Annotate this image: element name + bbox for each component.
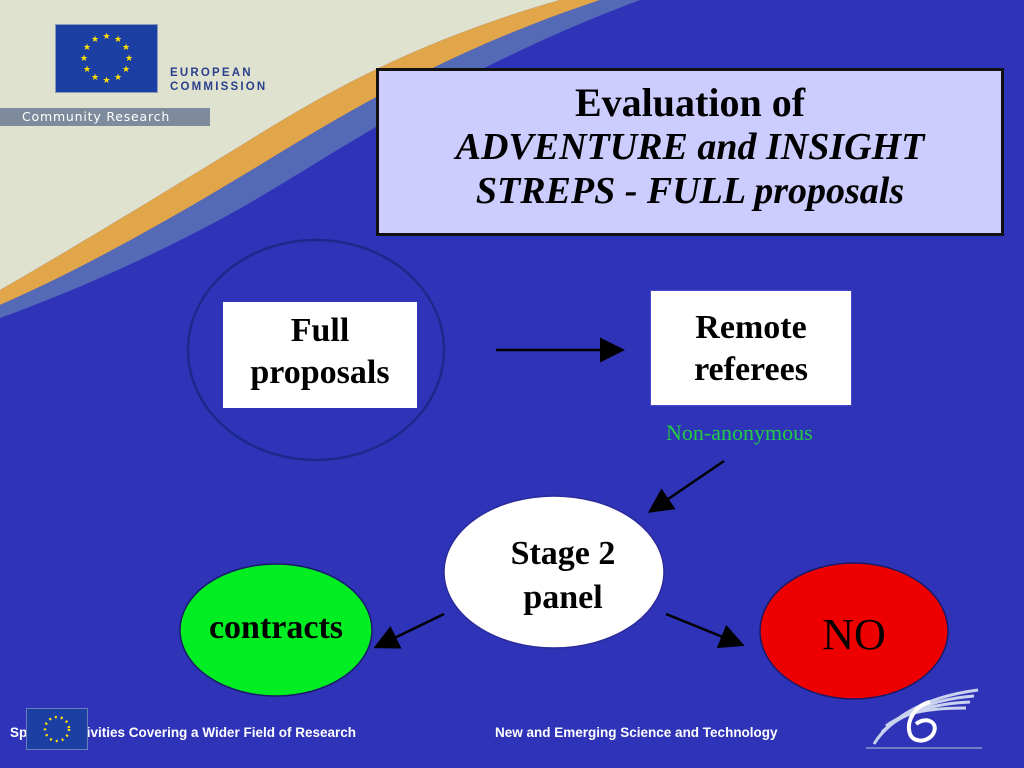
non-anonymous-label: Non-anonymous [666, 420, 813, 445]
svg-text:★: ★ [83, 43, 91, 53]
no-label: NO [822, 610, 886, 659]
european-commission-text: EUROPEAN COMMISSION [170, 66, 267, 94]
full-proposals-line-1: Full [290, 312, 350, 349]
full-proposals-line-2: proposals [250, 354, 390, 391]
community-research-label: Community Research [22, 109, 171, 124]
title-line-1: Evaluation of [574, 80, 806, 125]
remote-referees-line-1: Remote [695, 309, 807, 346]
svg-text:★: ★ [125, 54, 133, 64]
eu-mini-stars-icon [43, 715, 71, 743]
svg-text:★: ★ [91, 73, 99, 83]
fp6-logo-icon [866, 688, 982, 749]
eu-mini-flag-icon [26, 708, 88, 750]
svg-text:★: ★ [102, 76, 110, 86]
eu-stars-icon: ★★★ ★★★ ★★★ ★★★ [80, 32, 133, 86]
title-line-3: STREPS - FULL proposals [475, 170, 905, 212]
svg-text:★: ★ [122, 43, 130, 53]
svg-text:★: ★ [83, 65, 91, 75]
stage-2-panel-label: Stage 2 panel [448, 532, 678, 620]
ec-line-2: COMMISSION [170, 81, 268, 93]
svg-text:★: ★ [122, 65, 130, 75]
community-research-bar [0, 108, 210, 126]
svg-text:★: ★ [114, 35, 122, 45]
remote-referees-line-2: referees [694, 351, 808, 388]
title-box: Evaluation of ADVENTURE and INSIGHT STRE… [376, 68, 1004, 236]
svg-text:★: ★ [114, 73, 122, 83]
remote-referees-box: Remote referees [650, 290, 852, 406]
full-proposals-box: Full proposals [223, 302, 417, 408]
footer-right-text: New and Emerging Science and Technology [495, 725, 778, 740]
footer-left-text: Specific Activities Covering a Wider Fie… [10, 725, 356, 740]
title-line-2: ADVENTURE and INSIGHT [455, 126, 925, 168]
svg-text:★: ★ [102, 32, 110, 42]
svg-text:★: ★ [80, 54, 88, 64]
ec-line-1: EUROPEAN [170, 67, 253, 79]
stage-2-line-1: Stage 2 [510, 535, 616, 572]
stage-2-line-2: panel [523, 579, 603, 616]
svg-text:★: ★ [91, 35, 99, 45]
eu-flag-logo: ★★★ ★★★ ★★★ ★★★ [55, 24, 158, 93]
contracts-label: contracts [208, 609, 344, 646]
